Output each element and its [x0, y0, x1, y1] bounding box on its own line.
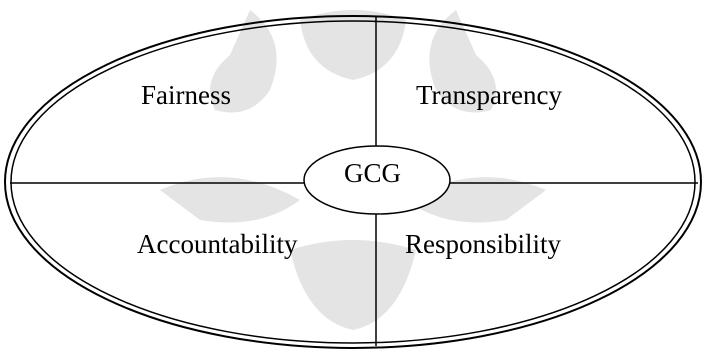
outer-ellipse-inner-stroke — [10, 20, 696, 344]
quadrant-label-transparency: Transparency — [416, 80, 562, 110]
watermark-emblem — [160, 10, 546, 330]
quadrant-label-accountability: Accountability — [137, 229, 298, 259]
center-ellipse — [303, 145, 451, 215]
center-label-gcg: GCG — [344, 158, 402, 188]
quadrant-label-fairness: Fairness — [141, 80, 231, 110]
quadrant-label-responsibility: Responsibility — [405, 229, 562, 259]
outer-ellipse-outer-stroke — [4, 15, 702, 349]
